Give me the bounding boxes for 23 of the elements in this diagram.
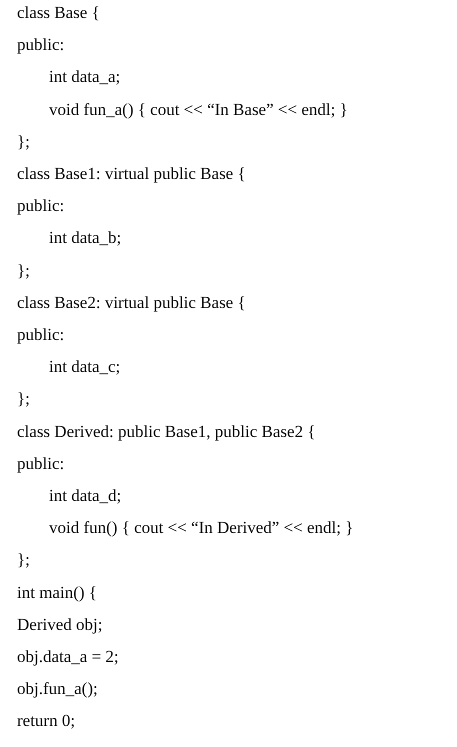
code-line: class Base2: virtual public Base { xyxy=(17,292,246,314)
code-line: class Derived: public Base1, public Base2 { xyxy=(17,420,316,443)
code-line: class Base1: virtual public Base { xyxy=(17,163,246,185)
code-line: public: xyxy=(17,452,64,475)
code-line: }; xyxy=(17,388,30,410)
code-line: int data_d; xyxy=(49,485,122,507)
code-line: void fun_a() { cout << “In Base” << endl; } xyxy=(49,98,348,121)
code-line: void fun() { cout << “In Derived” << endl; } xyxy=(49,517,354,540)
code-line: public: xyxy=(17,324,64,346)
code-line: class Base { xyxy=(17,2,100,24)
code-line: }; xyxy=(17,130,30,153)
code-line: obj.fun_a(); xyxy=(17,678,98,700)
code-line: int data_c; xyxy=(49,356,120,378)
code-line: int data_a; xyxy=(49,66,120,88)
code-line: int data_b; xyxy=(49,227,122,250)
code-line: return 0; xyxy=(17,710,76,732)
code-line: public: xyxy=(17,195,64,218)
code-line: obj.data_a = 2; xyxy=(17,646,119,668)
code-line: }; xyxy=(17,260,30,282)
code-line: Derived obj; xyxy=(17,614,102,636)
code-line: int main() { xyxy=(17,582,97,604)
code-line: }; xyxy=(17,549,30,572)
code-line: public: xyxy=(17,34,64,56)
